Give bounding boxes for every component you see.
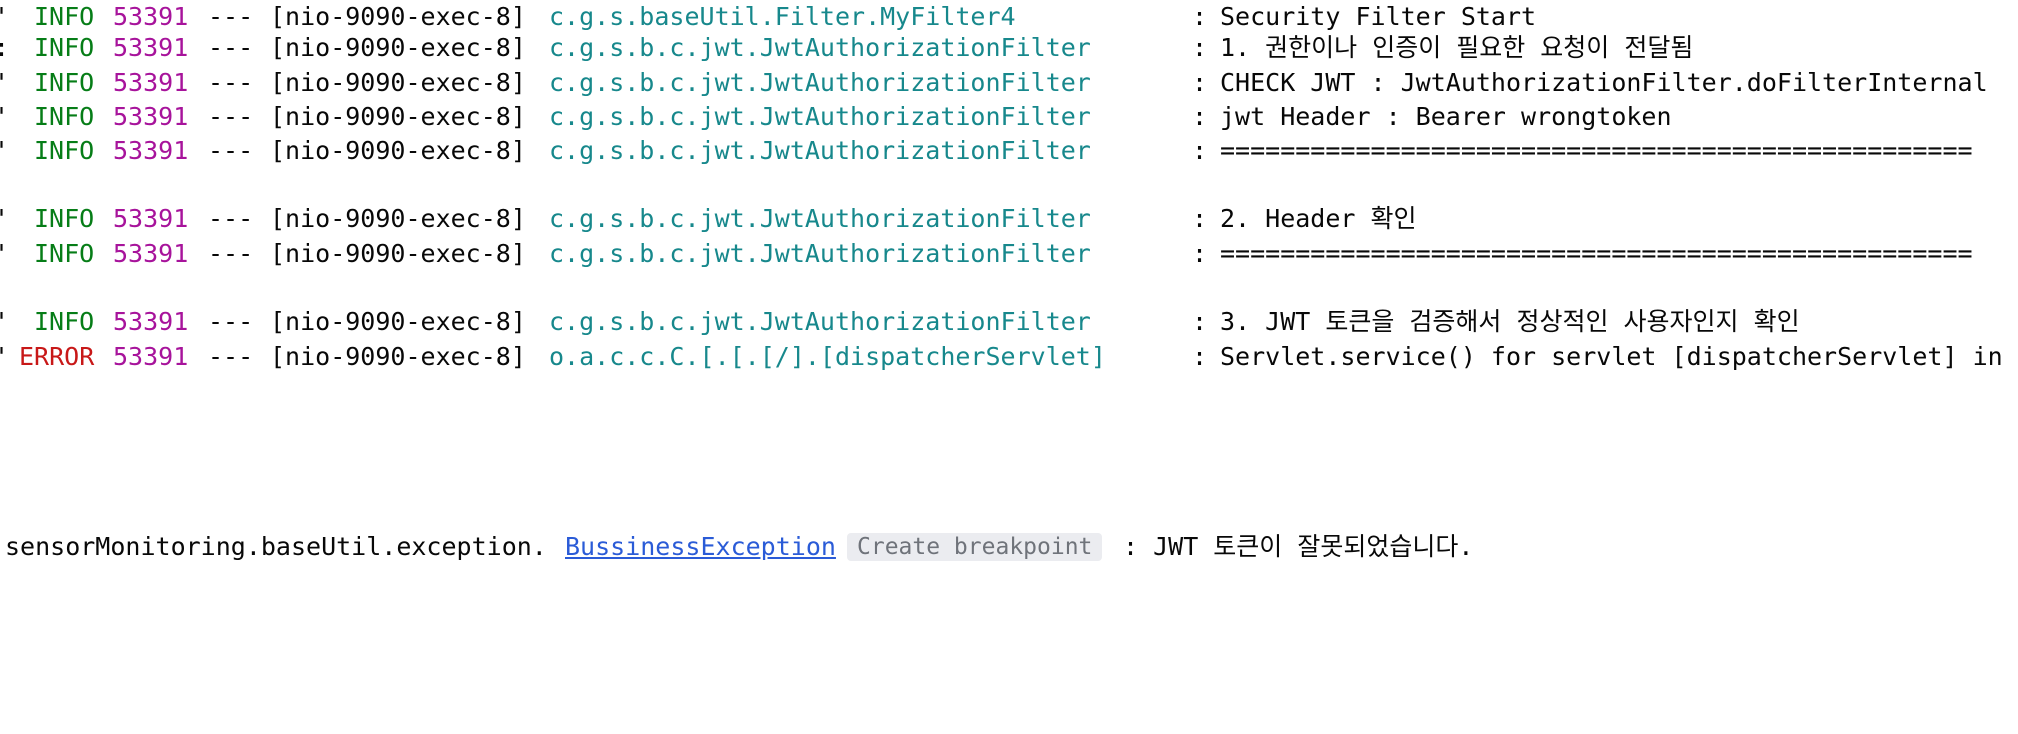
separator: --- [208, 307, 254, 336]
log-level: INFO [34, 68, 95, 97]
process-id: 53391 [113, 307, 189, 336]
thread-name: [nio-9090-exec-8] [270, 2, 526, 31]
logger-name: c.g.s.b.c.jwt.JwtAuthorizationFilter [549, 68, 1091, 97]
message-separator: : [1192, 136, 1208, 165]
log-message: ========================================… [1220, 239, 1973, 268]
log-line: ' INFO 53391 --- [nio-9090-exec-8] c.g.s… [0, 134, 1973, 168]
log-level: INFO [34, 2, 95, 31]
gutter-mark: : [0, 31, 9, 65]
logger-name: c.g.s.b.c.jwt.JwtAuthorizationFilter [549, 307, 1091, 336]
exception-package: sensorMonitoring.baseUtil.exception. [5, 532, 547, 561]
message-separator: : [1192, 102, 1208, 131]
thread-name: [nio-9090-exec-8] [270, 204, 526, 233]
separator: --- [208, 102, 254, 131]
log-line: ' INFO 53391 --- [nio-9090-exec-8] c.g.s… [0, 66, 1988, 100]
log-message: 2. Header 확인 [1220, 204, 1417, 233]
log-line: ' INFO 53391 --- [nio-9090-exec-8] c.g.s… [0, 0, 1536, 34]
logger-name: c.g.s.b.c.jwt.JwtAuthorizationFilter [549, 102, 1091, 131]
separator: --- [208, 33, 254, 62]
thread-name: [nio-9090-exec-8] [270, 136, 526, 165]
log-message: 1. 권한이나 인증이 필요한 요청이 전달됨 [1220, 33, 1694, 62]
message-separator: : [1192, 239, 1208, 268]
process-id: 53391 [113, 239, 189, 268]
thread-name: [nio-9090-exec-8] [270, 307, 526, 336]
logger-name: o.a.c.c.C.[.[.[/].[dispatcherServlet] [549, 342, 1106, 371]
log-level: INFO [34, 102, 95, 131]
log-message: 3. JWT 토큰을 검증해서 정상적인 사용자인지 확인 [1220, 307, 1800, 336]
message-separator: : [1192, 2, 1208, 31]
gutter-mark: ' [0, 134, 9, 168]
log-level: INFO [34, 136, 95, 165]
thread-name: [nio-9090-exec-8] [270, 342, 526, 371]
process-id: 53391 [113, 33, 189, 62]
separator: --- [208, 68, 254, 97]
gutter-mark: ' [0, 340, 9, 374]
gutter-mark: ' [0, 66, 9, 100]
log-message: ========================================… [1220, 136, 1973, 165]
thread-name: [nio-9090-exec-8] [270, 102, 526, 131]
logger-name: c.g.s.baseUtil.Filter.MyFilter4 [549, 2, 1016, 31]
log-level: INFO [34, 204, 95, 233]
process-id: 53391 [113, 342, 189, 371]
message-separator: : [1192, 68, 1208, 97]
log-line: ' INFO 53391 --- [nio-9090-exec-8] c.g.s… [0, 237, 1973, 271]
message-separator: : [1192, 33, 1208, 62]
separator: --- [208, 342, 254, 371]
process-id: 53391 [113, 2, 189, 31]
thread-name: [nio-9090-exec-8] [270, 68, 526, 97]
log-line: ' INFO 53391 --- [nio-9090-exec-8] c.g.s… [0, 202, 1417, 236]
log-level: INFO [34, 33, 95, 62]
log-line: ' INFO 53391 --- [nio-9090-exec-8] c.g.s… [0, 100, 1672, 134]
log-message: jwt Header : Bearer wrongtoken [1220, 102, 1672, 131]
logger-name: c.g.s.b.c.jwt.JwtAuthorizationFilter [549, 239, 1091, 268]
message-separator: : [1192, 342, 1208, 371]
separator: --- [208, 136, 254, 165]
exception-class-link[interactable]: BussinessException [565, 532, 836, 561]
thread-name: [nio-9090-exec-8] [270, 239, 526, 268]
process-id: 53391 [113, 68, 189, 97]
message-separator: : [1192, 204, 1208, 233]
process-id: 53391 [113, 204, 189, 233]
exception-message: : JWT 토큰이 잘못되었습니다. [1123, 532, 1474, 561]
process-id: 53391 [113, 136, 189, 165]
log-level: INFO [34, 239, 95, 268]
log-level: ERROR [19, 342, 95, 371]
process-id: 53391 [113, 102, 189, 131]
logger-name: c.g.s.b.c.jwt.JwtAuthorizationFilter [549, 33, 1091, 62]
log-message: CHECK JWT : JwtAuthorizationFilter.doFil… [1220, 68, 1988, 97]
log-line: ' INFO 53391 --- [nio-9090-exec-8] c.g.s… [0, 305, 1800, 339]
separator: --- [208, 2, 254, 31]
log-line: : INFO 53391 --- [nio-9090-exec-8] c.g.s… [0, 31, 1693, 65]
gutter-mark: ' [0, 305, 9, 339]
separator: --- [208, 239, 254, 268]
gutter-mark: ' [0, 202, 9, 236]
log-level: INFO [34, 307, 95, 336]
exception-line: sensorMonitoring.baseUtil.exception. Bus… [0, 530, 1473, 564]
gutter-mark: ' [0, 0, 9, 34]
gutter-mark: ' [0, 100, 9, 134]
thread-name: [nio-9090-exec-8] [270, 33, 526, 62]
logger-name: c.g.s.b.c.jwt.JwtAuthorizationFilter [549, 136, 1091, 165]
log-message: Security Filter Start [1220, 2, 1537, 31]
logger-name: c.g.s.b.c.jwt.JwtAuthorizationFilter [549, 204, 1091, 233]
log-message: Servlet.service() for servlet [dispatche… [1220, 342, 2003, 371]
log-line: ' ERROR 53391 --- [nio-9090-exec-8] o.a.… [0, 340, 2003, 374]
message-separator: : [1192, 307, 1208, 336]
create-breakpoint-button[interactable]: Create breakpoint [847, 533, 1103, 561]
gutter-mark: ' [0, 237, 9, 271]
separator: --- [208, 204, 254, 233]
